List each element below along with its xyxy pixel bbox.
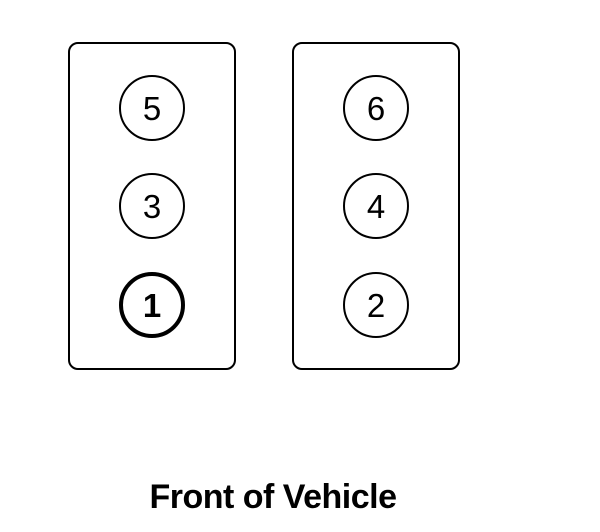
left-cylinder-bank: 5 3 1: [68, 42, 236, 370]
cylinder-number: 4: [366, 187, 386, 225]
cylinder-number: 3: [142, 187, 162, 225]
cylinder-2: 2: [343, 272, 409, 338]
cylinder-number: 1: [142, 286, 162, 324]
right-cylinder-bank: 6 4 2: [292, 42, 460, 370]
cylinder-number: 6: [366, 89, 386, 127]
cylinder-5: 5: [119, 75, 185, 141]
cylinder-number: 2: [366, 286, 386, 324]
cylinder-6: 6: [343, 75, 409, 141]
cylinder-1: 1: [119, 272, 185, 338]
cylinder-3: 3: [119, 173, 185, 239]
front-of-vehicle-label: Front of Vehicle: [149, 478, 397, 516]
cylinder-number: 5: [142, 89, 162, 127]
cylinder-4: 4: [343, 173, 409, 239]
